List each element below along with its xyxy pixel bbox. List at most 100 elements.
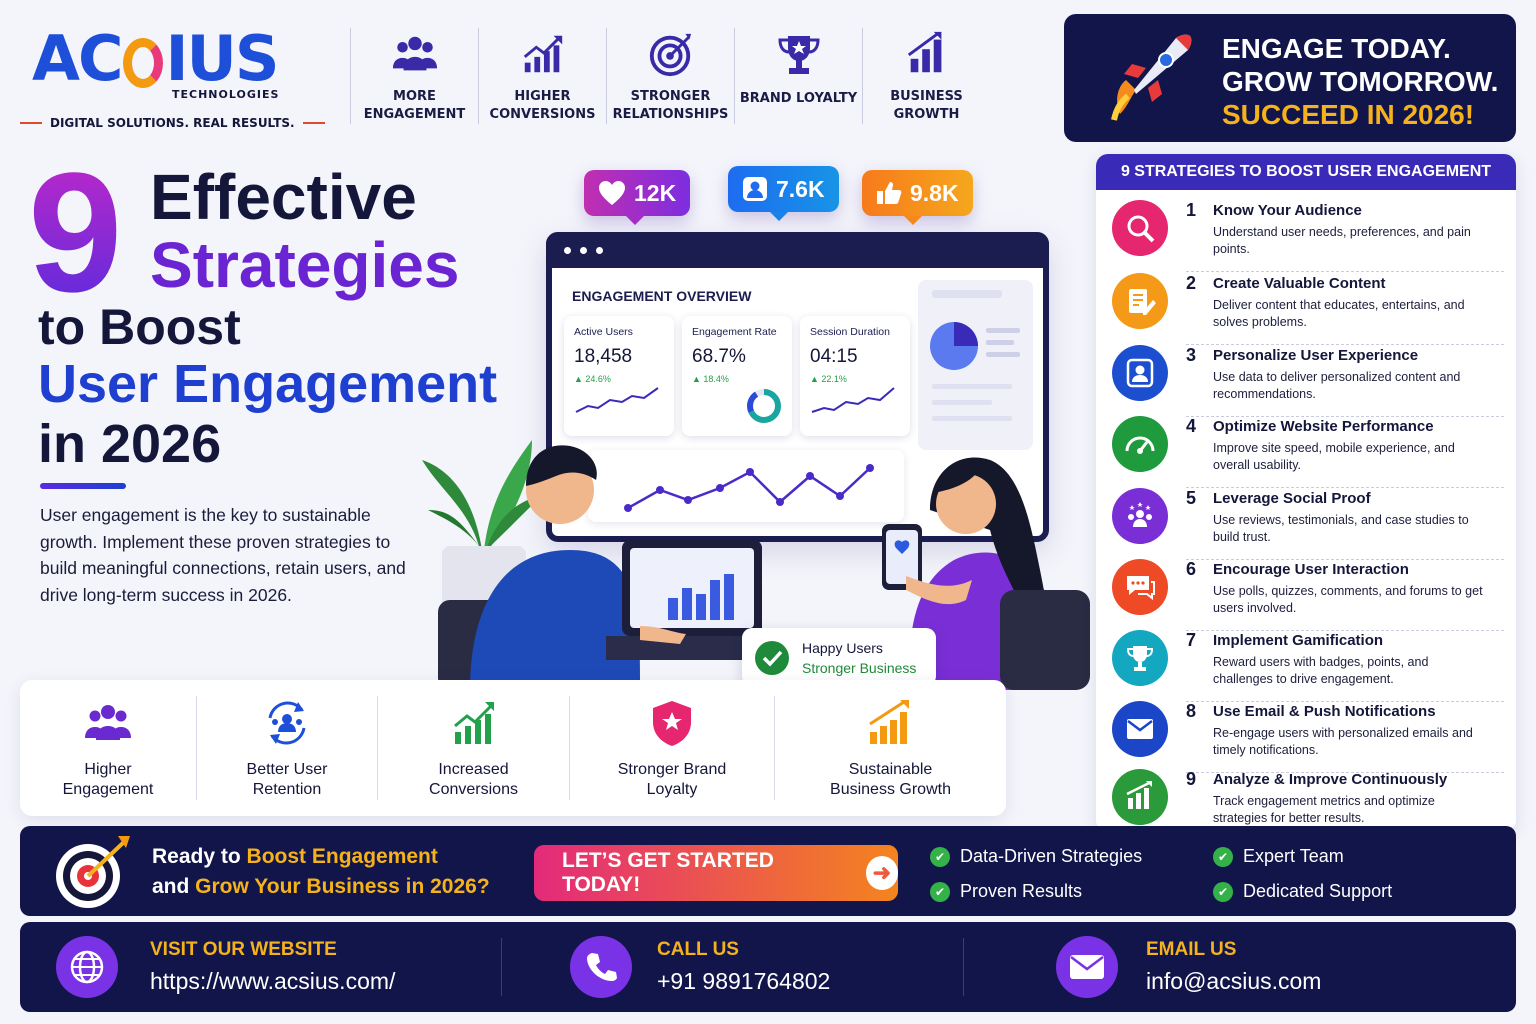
contact-label: EMAIL US: [1146, 939, 1237, 960]
title-line-5: in 2026: [38, 414, 222, 474]
thumbs-count: 9.8K: [910, 179, 959, 206]
top-item-label: BUSINESS GROWTH: [890, 89, 963, 122]
check-icon: ✔: [930, 846, 950, 867]
likes-count: 12K: [634, 179, 677, 206]
metric-value: 04:15: [810, 346, 858, 367]
analytics-icon: [1112, 769, 1168, 825]
title-line-1: Effective: [150, 161, 417, 233]
target-icon: [649, 33, 691, 77]
trophy-icon: [1112, 630, 1168, 686]
strategy-desc: Understand user needs, preferences, and …: [1213, 225, 1471, 256]
contact-website[interactable]: VISIT OUR WEBSITE https://www.acsius.com…: [56, 922, 496, 1012]
check-circle-icon: [755, 641, 789, 675]
strategy-number: 5: [1186, 488, 1197, 508]
title-line-2: Strategies: [150, 229, 460, 301]
check-icon: ✔: [930, 881, 950, 902]
sparkline: [811, 387, 895, 413]
strategy-desc: Use data to deliver personalized content…: [1213, 370, 1461, 401]
get-started-label: LET’S GET STARTED TODAY!: [562, 849, 774, 896]
website-link[interactable]: https://www.acsius.com/: [150, 968, 396, 994]
title-line-3: to Boost: [38, 299, 241, 355]
top-item-relationships: STRONGER RELATIONSHIPS: [606, 28, 734, 124]
top-benefits-bar: MORE ENGAGEMENT HIGHER CONVERSIONS STRON…: [350, 28, 990, 124]
top-item-label: MORE ENGAGEMENT: [363, 89, 466, 122]
woman-figure: [882, 457, 1090, 690]
pie-chart: [930, 290, 1020, 421]
thumbs-up-icon: [877, 182, 902, 204]
check-icon: ✔: [1213, 846, 1233, 867]
contact-bar: VISIT OUR WEBSITE https://www.acsius.com…: [20, 922, 1516, 1012]
metric-card-session-duration: Session Duration 04:15 ▲ 22.1%: [800, 316, 910, 436]
user-icon: [743, 177, 767, 201]
profile-icon: [1112, 345, 1168, 401]
globe-icon: [56, 936, 118, 998]
logo-subtitle: TECHNOLOGIES: [172, 88, 280, 101]
strategy-title: Implement Gamification: [1213, 632, 1384, 649]
email-address[interactable]: info@acsius.com: [1146, 968, 1322, 994]
strategy-title: Create Valuable Content: [1213, 275, 1386, 292]
contact-phone[interactable]: CALL US +91 9891764802: [570, 922, 950, 1012]
strategy-desc: Improve site speed, mobile experience, a…: [1213, 441, 1455, 472]
trend-chart: [588, 450, 904, 522]
top-item-label: HIGHER CONVERSIONS: [489, 89, 596, 122]
dashboard-title: ENGAGEMENT OVERVIEW: [572, 288, 752, 304]
people-illustration: [422, 440, 1090, 690]
strategy-number: 7: [1186, 630, 1197, 650]
get-started-button[interactable]: LET’S GET STARTED TODAY! ➜: [534, 845, 898, 901]
strategy-number: 1: [1186, 200, 1197, 220]
strategy-title: Analyze & Improve Continuously: [1213, 771, 1448, 788]
title-number: 9: [28, 138, 123, 328]
happy-line-2: Stronger Business: [802, 660, 917, 676]
strategy-desc: Track engagement metrics and optimize st…: [1213, 794, 1435, 825]
title-underline: [40, 483, 126, 489]
contact-label: VISIT OUR WEBSITE: [150, 939, 337, 960]
contact-email[interactable]: EMAIL US info@acsius.com: [1056, 922, 1456, 1012]
divider: [1186, 559, 1504, 560]
divider: [1186, 487, 1504, 488]
followers-count: 7.6K: [776, 175, 825, 202]
followers-bubble: 7.6K: [728, 166, 839, 221]
top-item-label: BRAND LOYALTY: [739, 91, 858, 106]
strategy-number: 6: [1186, 559, 1197, 579]
brand-tagline: DIGITAL SOLUTIONS. REAL RESULTS.: [20, 116, 325, 130]
bar-chart-icon: [868, 700, 909, 744]
chat-icon: [1112, 559, 1168, 615]
metric-delta: ▲ 22.1%: [810, 374, 847, 384]
strategies-header: 9 STRATEGIES TO BOOST USER ENGAGEMENT: [1096, 154, 1516, 190]
strategy-desc: Re-engage users with personalized emails…: [1213, 726, 1473, 757]
divider: [963, 938, 964, 996]
rating-users-icon: [1112, 488, 1168, 544]
speedometer-icon: [1112, 416, 1168, 472]
check-icon: ✔: [1213, 881, 1233, 902]
strategy-title: Leverage Social Proof: [1213, 490, 1371, 507]
strategy-desc: Deliver content that educates, entertain…: [1213, 298, 1465, 329]
divider: [1186, 271, 1504, 272]
divider: [1186, 630, 1504, 631]
sparkline: [575, 387, 659, 413]
bar-chart-icon: [907, 31, 941, 73]
cta-bar: Ready to Boost Engagement and Grow Your …: [20, 826, 1516, 916]
intro-paragraph: User engagement is the key to sustainabl…: [40, 505, 406, 605]
growth-chart-icon: [453, 702, 494, 744]
strategy-title: Optimize Website Performance: [1213, 418, 1434, 435]
phone-number[interactable]: +91 9891764802: [657, 968, 831, 994]
contact-label: CALL US: [657, 939, 739, 960]
divider: [1186, 416, 1504, 417]
metric-value: 18,458: [574, 346, 633, 367]
strategy-title: Use Email & Push Notifications: [1213, 703, 1436, 720]
metric-value: 68.7%: [692, 346, 746, 367]
strategy-desc: Use polls, quizzes, comments, and forums…: [1213, 584, 1483, 615]
banner-line-1: ENGAGE TODAY.: [1222, 33, 1451, 64]
retention-icon: [268, 701, 306, 745]
